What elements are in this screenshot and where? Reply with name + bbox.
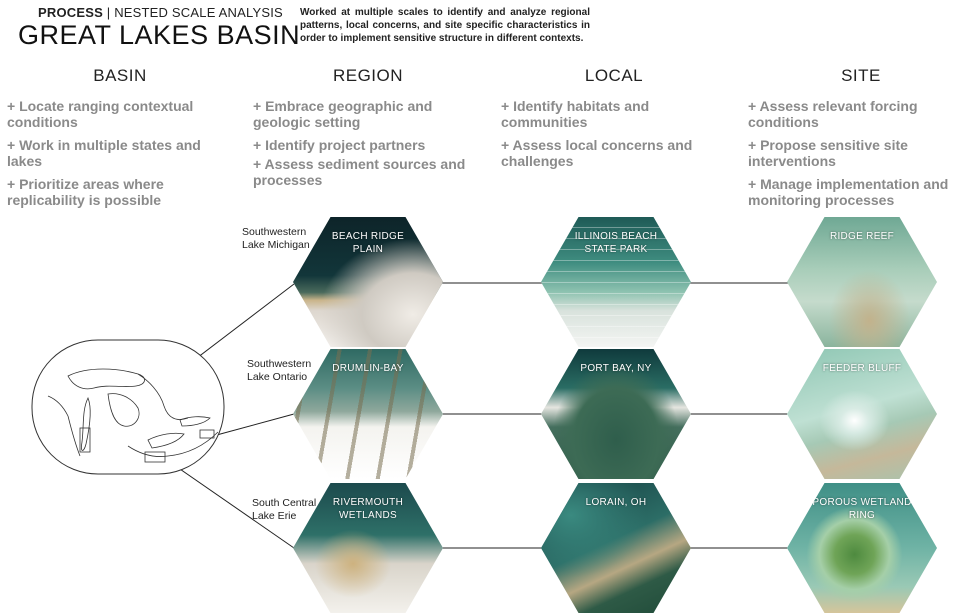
local-bullet-list: + Identify habitats and communities + As…	[501, 98, 701, 176]
hex-label: ILLINOIS BEACH STATE PARK	[574, 231, 658, 255]
site-bullet: + Propose sensitive site interventions	[748, 137, 908, 169]
lake-ontario-selection	[199, 429, 215, 439]
row-label-line: Southwestern	[242, 226, 307, 238]
row-label-lake-michigan: Southwestern Lake Michigan	[242, 226, 310, 252]
local-bullet: + Assess local concerns and challenges	[501, 137, 693, 169]
process-header: PROCESS | NESTED SCALE ANALYSIS	[38, 5, 283, 20]
site-bullet: + Assess relevant forcing conditions	[748, 98, 918, 130]
great-lakes-basin-map	[31, 339, 225, 475]
row-label-line: Lake Erie	[252, 510, 297, 522]
basin-bullet-list: + Locate ranging contextual conditions +…	[7, 98, 217, 215]
row-label-lake-erie: South Central Lake Erie	[252, 497, 316, 523]
hex-label: BEACH RIDGE PLAIN	[331, 231, 405, 255]
lake-michigan-selection	[79, 427, 91, 453]
row-label-lake-ontario: Southwestern Lake Ontario	[247, 358, 311, 384]
basin-bullet: + Work in multiple states and lakes	[7, 137, 201, 169]
hex-label: FEEDER BLUFF	[822, 363, 902, 374]
hex-label: RIVERMOUTH WETLANDS	[332, 497, 404, 521]
lake-superior-outline	[67, 368, 145, 390]
hex-label: DRUMLIN-BAY	[332, 363, 404, 374]
page-title: GREAT LAKES BASIN	[18, 20, 301, 50]
lake-erie-outline	[147, 432, 185, 449]
row-label-line: Lake Michigan	[242, 239, 310, 251]
region-bullet: + Identify project partners	[253, 137, 426, 153]
process-subtitle: NESTED SCALE ANALYSIS	[114, 5, 283, 20]
lake-ontario-outline	[179, 416, 211, 427]
column-heading-local: LOCAL	[584, 66, 644, 85]
row-label-line: Southwestern	[247, 358, 312, 370]
site-bullet: + Manage implementation and monitoring p…	[748, 176, 949, 208]
row-label-line: Lake Ontario	[247, 371, 308, 383]
region-bullet: + Assess sediment sources and processes	[253, 156, 466, 188]
lake-erie-selection	[144, 451, 166, 463]
process-divider: |	[106, 5, 111, 20]
hex-label: RIDGE REEF	[829, 231, 895, 242]
hex-label: PORT BAY, NY	[580, 363, 652, 374]
process-label: PROCESS	[38, 5, 103, 20]
column-heading-site: SITE	[841, 66, 881, 85]
hex-label: POROUS WETLAND RING	[812, 497, 912, 521]
row-label-line: South Central	[252, 497, 317, 509]
lake-huron-outline	[107, 393, 140, 427]
basin-bullet: + Locate ranging contextual conditions	[7, 98, 194, 130]
column-heading-region: REGION	[332, 66, 404, 85]
basin-bullet: + Prioritize areas where replicability i…	[7, 176, 164, 208]
local-bullet: + Identify habitats and communities	[501, 98, 650, 130]
hex-label: LORAIN, OH	[585, 497, 647, 508]
site-bullet-list: + Assess relevant forcing conditions + P…	[748, 98, 958, 215]
connector-line	[212, 413, 295, 437]
description-text: Worked at multiple scales to identify an…	[300, 7, 590, 44]
column-heading-basin: BASIN	[93, 66, 147, 85]
connector-line	[163, 457, 295, 549]
lake-michigan-outline	[81, 397, 91, 451]
region-bullet-list: + Embrace geographic and geologic settin…	[253, 98, 478, 195]
region-bullet: + Embrace geographic and geologic settin…	[253, 98, 433, 130]
